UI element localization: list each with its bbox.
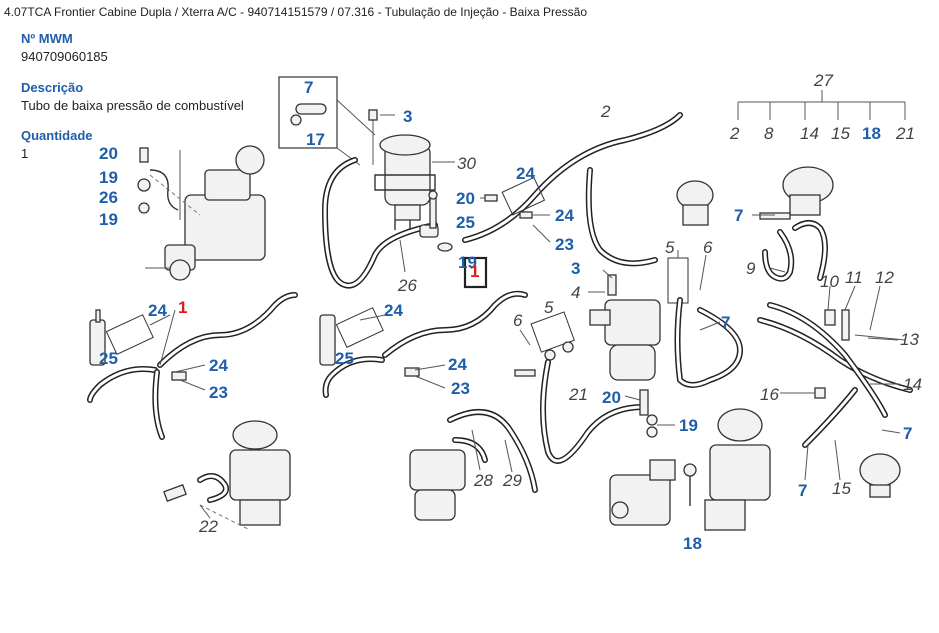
callout-24[interactable]: 24 <box>448 355 467 374</box>
callout-29[interactable]: 29 <box>502 471 522 490</box>
feed-pump-right-drawing <box>676 166 834 282</box>
callout-9[interactable]: 9 <box>746 259 756 278</box>
description-section: Descrição Tubo de baixa pressão de combu… <box>21 80 244 113</box>
callout-labels: 7 3 17 30 20 19 26 19 24 20 25 24 23 19 … <box>99 71 922 553</box>
callout-14[interactable]: 14 <box>903 375 922 394</box>
tube-26-top <box>322 157 453 289</box>
callout-23[interactable]: 23 <box>209 383 228 402</box>
mwm-number-label: Nº MWM <box>21 31 73 46</box>
tube-2-top <box>462 112 683 267</box>
callout-19[interactable]: 19 <box>99 168 118 187</box>
quantity-label: Quantidade <box>21 128 93 143</box>
lower-filter-drawing <box>409 409 538 521</box>
quantity-section: Quantidade 1 <box>21 128 93 161</box>
leader-lines <box>149 114 901 519</box>
callout-20[interactable]: 20 <box>456 189 475 208</box>
callout-7[interactable]: 7 <box>721 313 730 332</box>
callout-11[interactable]: 11 <box>845 268 863 287</box>
callout-20[interactable]: 20 <box>602 388 621 407</box>
callout-4[interactable]: 4 <box>571 283 580 302</box>
callout-1-selected[interactable]: 1 <box>470 262 479 281</box>
callout-19[interactable]: 19 <box>458 253 477 272</box>
callout-26[interactable]: 26 <box>99 188 118 207</box>
mwm-number-section: Nº MWM 940709060185 <box>21 31 108 64</box>
callout-24[interactable]: 24 <box>209 356 228 375</box>
hose-21 <box>540 359 646 464</box>
callout-23[interactable]: 23 <box>451 379 470 398</box>
callout-25[interactable]: 25 <box>335 349 354 368</box>
callout-5[interactable]: 5 <box>544 298 554 317</box>
callout-24[interactable]: 24 <box>148 301 167 320</box>
callout-15[interactable]: 15 <box>832 479 851 498</box>
callout-1[interactable]: 1 <box>178 298 187 317</box>
callout-26[interactable]: 26 <box>397 276 417 295</box>
callout-22[interactable]: 22 <box>198 517 218 536</box>
callout-sub-14[interactable]: 14 <box>800 124 819 143</box>
callout-28[interactable]: 28 <box>473 471 493 490</box>
callout-20[interactable]: 20 <box>99 144 118 163</box>
injection-pump-drawing-bottom-right <box>683 408 771 531</box>
callout-6[interactable]: 6 <box>513 311 523 330</box>
callout-7[interactable]: 7 <box>903 424 912 443</box>
tube-1-left-assembly <box>87 292 298 440</box>
callout-17[interactable]: 17 <box>306 130 325 149</box>
description-value: Tubo de baixa pressão de combustível <box>21 98 244 113</box>
callout-10[interactable]: 10 <box>820 272 839 291</box>
callout-sub-15[interactable]: 15 <box>831 124 850 143</box>
callout-18[interactable]: 18 <box>683 534 702 553</box>
injection-pump-drawing-bottom-center <box>609 389 676 526</box>
callout-24[interactable]: 24 <box>516 164 535 183</box>
injection-pump-drawing-bottom-left <box>163 420 291 531</box>
selected-part-highlight <box>463 256 488 289</box>
callout-sub-18[interactable]: 18 <box>862 124 881 143</box>
callout-23[interactable]: 23 <box>555 235 574 254</box>
callout-24[interactable]: 24 <box>384 301 403 320</box>
hoses-14-15 <box>757 302 913 498</box>
callout-7[interactable]: 7 <box>798 481 807 500</box>
callout-sub-8[interactable]: 8 <box>764 124 774 143</box>
bracket-27 <box>737 90 906 120</box>
callout-3[interactable]: 3 <box>571 259 580 278</box>
page-title: 4.07TCA Frontier Cabine Dupla / Xterra A… <box>4 5 588 19</box>
callout-5[interactable]: 5 <box>665 238 675 257</box>
callout-25[interactable]: 25 <box>99 349 118 368</box>
callout-sub-21[interactable]: 21 <box>895 124 915 143</box>
hose-7-vertical <box>674 297 743 388</box>
mwm-number-value: 940709060185 <box>21 49 108 64</box>
callout-24[interactable]: 24 <box>555 206 574 225</box>
callout-19[interactable]: 19 <box>679 416 698 435</box>
callout-21[interactable]: 21 <box>568 385 588 404</box>
description-label: Descrição <box>21 80 84 95</box>
callout-19[interactable]: 19 <box>99 210 118 229</box>
quantity-value: 1 <box>21 146 29 161</box>
callout-7[interactable]: 7 <box>734 206 743 225</box>
callout-12[interactable]: 12 <box>875 268 894 287</box>
callout-3[interactable]: 3 <box>403 107 412 126</box>
callout-16[interactable]: 16 <box>760 385 779 404</box>
callout-25[interactable]: 25 <box>456 213 475 232</box>
tube-1-middle-assembly <box>319 290 528 398</box>
callout-27[interactable]: 27 <box>813 71 833 90</box>
callout-7[interactable]: 7 <box>304 78 313 97</box>
callout-6[interactable]: 6 <box>703 238 713 257</box>
fuel-filter-bracket-drawing <box>368 109 436 230</box>
callout-30[interactable]: 30 <box>457 154 476 173</box>
callout-2[interactable]: 2 <box>600 102 611 121</box>
injection-pump-drawing-top <box>137 145 266 281</box>
callout-13[interactable]: 13 <box>900 330 919 349</box>
callout-sub-2[interactable]: 2 <box>729 124 740 143</box>
filter-head-center <box>514 257 689 381</box>
callout-box-7-17 <box>278 76 376 166</box>
